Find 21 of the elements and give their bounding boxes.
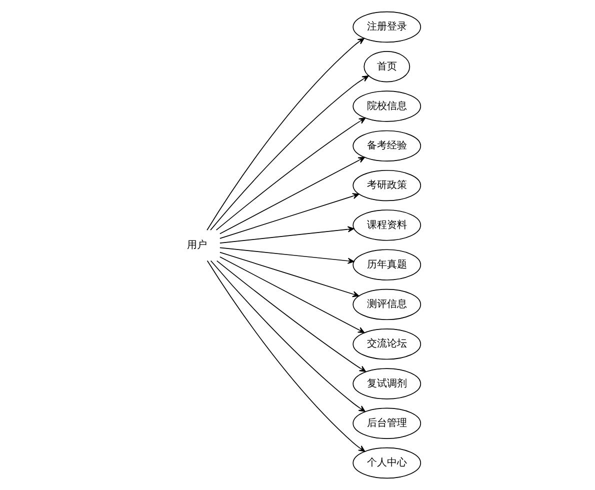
node-text: 用户	[187, 240, 208, 252]
arrow	[206, 38, 364, 231]
node-ellipse: 后台管理	[352, 408, 422, 439]
node-ellipse: 复试调剂	[352, 368, 422, 400]
node-ellipse: 院校信息	[352, 90, 422, 122]
arrow	[220, 256, 365, 334]
node-ellipse: 注册登录	[352, 11, 422, 43]
arrow	[216, 260, 366, 372]
arrow	[220, 193, 360, 239]
arrow	[220, 156, 365, 234]
arrow	[206, 260, 366, 452]
arrow	[210, 260, 366, 412]
node-ellipse: 首页	[364, 51, 410, 82]
arrow	[210, 75, 369, 230]
arrow	[220, 247, 354, 264]
arrow	[220, 252, 360, 298]
arrow	[216, 118, 366, 230]
node-ellipse: 课程资料	[352, 210, 422, 241]
node-ellipse: 个人中心	[352, 447, 422, 479]
arrow	[220, 226, 354, 244]
node-ellipse: 历年真题	[352, 249, 422, 280]
